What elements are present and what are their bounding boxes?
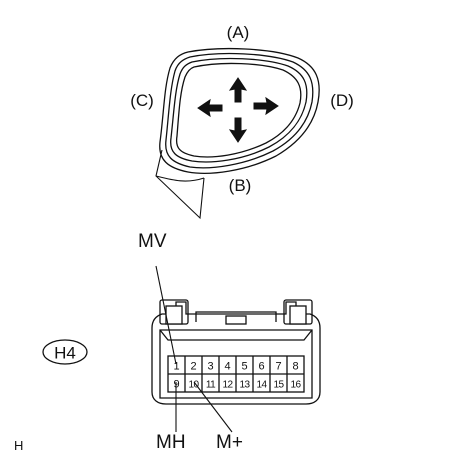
callout-mplus: M+ (216, 432, 243, 453)
connector-id-label: H4 (54, 344, 76, 363)
arrow-down-icon (228, 117, 248, 143)
arrow-left-icon (197, 98, 223, 118)
label-b: (B) (229, 176, 252, 195)
pin-12: 12 (223, 380, 234, 391)
pin-2: 2 (190, 361, 196, 373)
mirror-ring-3 (170, 57, 308, 163)
pin-10: 10 (189, 380, 200, 391)
label-d: (D) (330, 91, 354, 110)
callout-mv: MV (138, 231, 167, 252)
mirror-ring-outer (159, 47, 320, 174)
arrow-right-icon (253, 96, 279, 116)
connector-id-badge (42, 339, 88, 365)
arrow-up-icon (228, 77, 248, 103)
pin-6: 6 (258, 361, 264, 373)
corner-code: H (14, 438, 23, 453)
pin-4: 4 (224, 361, 230, 373)
pin-3: 3 (207, 361, 213, 373)
direction-arrows (197, 77, 279, 143)
pin-row-top: 1 2 3 4 5 6 7 8 (173, 361, 298, 373)
mirror-ring-2 (165, 52, 314, 169)
pin-8: 8 (292, 361, 298, 373)
label-a: (A) (227, 23, 250, 42)
leader-mv (155, 265, 177, 365)
pin-14: 14 (257, 380, 268, 391)
mirror-ring-inner (175, 62, 302, 158)
leader-mplus (193, 381, 233, 433)
pin-11: 11 (206, 380, 216, 391)
pin-1: 1 (173, 361, 179, 373)
connector-body (151, 299, 321, 405)
pin-5: 5 (241, 361, 247, 373)
mirror-stalk (155, 149, 205, 220)
pin-13: 13 (240, 380, 251, 391)
pin-16: 16 (291, 380, 302, 391)
label-c: (C) (130, 91, 154, 110)
callout-leaders (155, 265, 233, 433)
pin-15: 15 (274, 380, 285, 391)
pin-row-bottom: 9 10 11 12 13 14 15 16 (173, 379, 302, 391)
pin-7: 7 (275, 361, 281, 373)
callout-mh: MH (156, 432, 186, 453)
mirror-outline (159, 47, 320, 174)
